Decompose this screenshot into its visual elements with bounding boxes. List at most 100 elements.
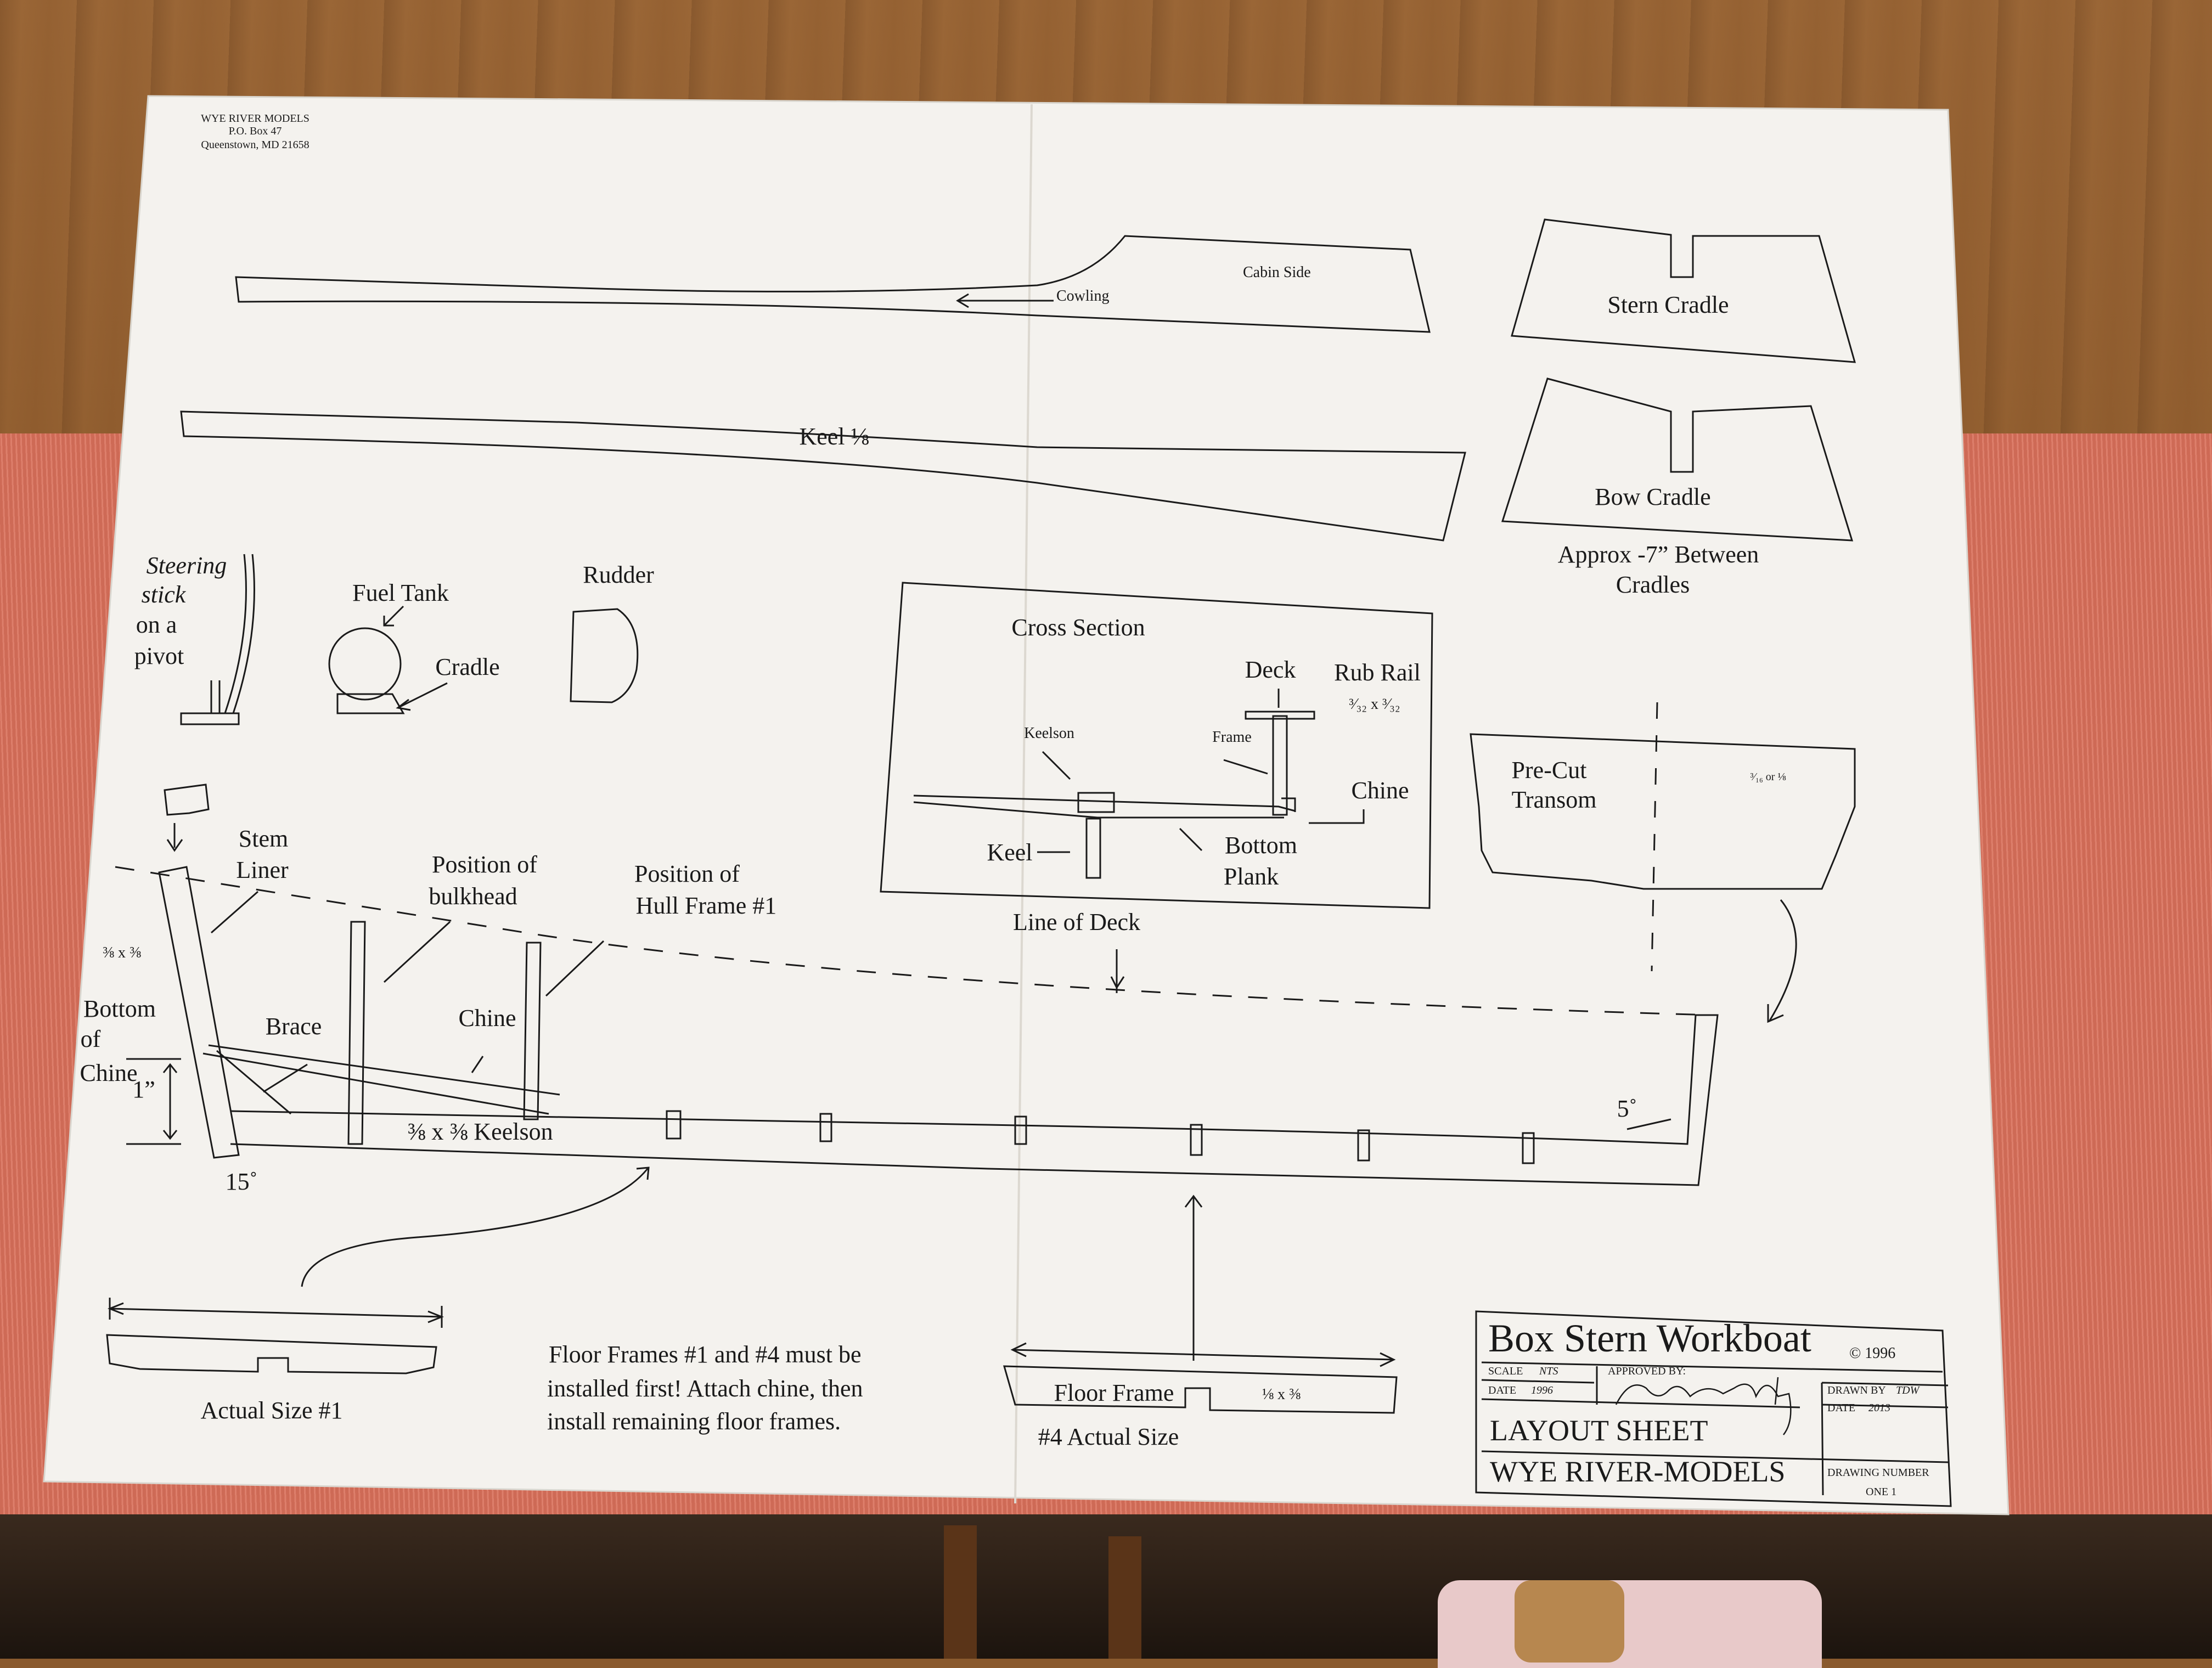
rudder-part [570, 608, 639, 703]
signature [1615, 1377, 1792, 1435]
cs-deck-label: Deck [1245, 656, 1296, 683]
stem-liner [158, 866, 240, 1159]
angle-15-label: 15˚ [226, 1168, 258, 1195]
cradle-label: Cradle [435, 653, 499, 680]
keel-label: Keel ⅛ [799, 423, 869, 450]
vertical-arrow [1184, 1194, 1203, 1361]
cowling-part [235, 235, 1431, 333]
drawing-number-label: DRAWING NUMBER [1827, 1467, 1929, 1479]
cross-section-title: Cross Section [1011, 614, 1145, 641]
fuel-tank [328, 627, 402, 701]
steering-label-2: stick [142, 581, 187, 608]
dim-line-1 [107, 1298, 444, 1328]
steering-label-1: Steering [147, 552, 227, 579]
stem-size-label: ⅜ x ⅜ [103, 944, 141, 961]
cross-section-box [880, 582, 1433, 909]
scale-value: NTS [1539, 1365, 1558, 1377]
floor-frame-label: Floor Frame [1054, 1379, 1174, 1406]
transom-label-2: Transom [1512, 786, 1597, 813]
company-name: WYE RIVER MODELS [201, 112, 309, 125]
chair-leg [944, 1525, 977, 1659]
paper [43, 95, 2010, 1515]
bow-cradle-label: Bow Cradle [1595, 483, 1710, 510]
fuel-tank-cradle [336, 693, 405, 714]
city-line: Queenstown, MD 21658 [201, 139, 309, 151]
note-line-2: installed first! Attach chine, then [547, 1375, 863, 1402]
cs-bottom-label-2: Plank [1224, 863, 1279, 890]
deck-line [115, 866, 1713, 1016]
date-value: 1996 [1531, 1384, 1553, 1396]
cs-chine-label: Chine [1351, 777, 1409, 804]
fuel-tank-arrow [383, 605, 404, 627]
stem-piece [164, 784, 210, 852]
floor-frame-4 [1003, 1365, 1398, 1414]
angle-5-label: 5˚ [1617, 1095, 1637, 1122]
bulkhead-frame [347, 921, 366, 1145]
cs-bottom-label-1: Bottom [1225, 832, 1297, 859]
title-copyright: © 1996 [1849, 1345, 1895, 1362]
approved-label: APPROVED BY: [1608, 1365, 1686, 1377]
fuel-tank-label: Fuel Tank [352, 579, 449, 606]
bottom-chine-label-3: Chine [80, 1060, 137, 1086]
date-label: DATE [1488, 1384, 1516, 1396]
line-of-deck-label: Line of Deck [1013, 909, 1140, 936]
title-block-company: WYE RIVER-MODELS [1490, 1455, 1785, 1488]
floor-frame-marks [666, 1110, 1535, 1164]
actual-size-4-label: #4 Actual Size [1038, 1423, 1179, 1450]
bottom-chine-label-1: Bottom [83, 995, 156, 1022]
cabin-side-label: Cabin Side [1243, 264, 1311, 281]
stem-liner-label-1: Stem [239, 825, 288, 852]
stem-liner-label-2: Liner [236, 856, 289, 883]
transom-label-1: Pre-Cut [1512, 757, 1587, 784]
sheet-name: LAYOUT SHEET [1490, 1414, 1708, 1447]
cradles-note-2: Cradles [1616, 571, 1690, 598]
cs-keelson-label: Keelson [1024, 725, 1074, 742]
dim-line-4 [1010, 1342, 1396, 1367]
hull-frame-1 [523, 942, 542, 1120]
brace-label: Brace [266, 1013, 322, 1040]
cs-hull [913, 711, 1315, 879]
transom-size: ³⁄₁₆ or ⅛ [1751, 771, 1786, 783]
chine-label: Chine [458, 1005, 516, 1032]
cs-arrows [1037, 689, 1365, 853]
cradle-arrow [396, 682, 448, 711]
bow-cradle [1501, 377, 1854, 542]
stern-cradle [1511, 218, 1856, 363]
curve-arrow-left [301, 1167, 650, 1287]
cs-keel-label: Keel [987, 839, 1032, 866]
stern-cradle-label: Stern Cradle [1607, 291, 1729, 318]
chair-leg [1108, 1536, 1141, 1659]
callout-arrows [211, 891, 1671, 1130]
note-line-1: Floor Frames #1 and #4 must be [549, 1341, 862, 1368]
chine-dim [126, 1058, 181, 1145]
bulkhead-label-1: Position of [432, 851, 537, 878]
cradles-note-1: Approx -7” Between [1558, 541, 1759, 568]
transom-curve-arrow [1767, 899, 1797, 1023]
bottom-chine-label-2: of [81, 1025, 101, 1052]
drawn-by-value: TDW [1896, 1384, 1921, 1396]
steering-stick [180, 554, 255, 725]
fold-line [1014, 104, 1033, 1504]
title-block [1475, 1310, 1952, 1507]
floor-frame-size: ⅛ x ⅜ [1262, 1386, 1301, 1403]
keel-part [180, 410, 1466, 542]
po-box: P.O. Box 47 [229, 125, 282, 137]
keelson-label: ⅜ x ⅜ Keelson [407, 1118, 553, 1145]
cowling-arrow [956, 293, 1054, 308]
steering-label-3: on a [136, 611, 177, 638]
floor-frame-1 [106, 1334, 437, 1374]
cloth [1438, 1580, 1822, 1668]
drawing-number: ONE 1 [1866, 1486, 1896, 1498]
cs-frame-label: Frame [1212, 729, 1252, 746]
transom-part [1470, 733, 1856, 890]
scale-label: SCALE [1488, 1365, 1523, 1377]
cookie [1515, 1580, 1624, 1663]
actual-size-1-label: Actual Size #1 [200, 1397, 342, 1424]
date2-label: DATE [1827, 1402, 1855, 1414]
chine-brace [202, 1044, 560, 1115]
cs-rub-rail-size: ³⁄₃₂ x ³⁄₃₂ [1349, 696, 1400, 713]
date2-value: 2013 [1868, 1402, 1890, 1414]
one-inch-label: 1” [132, 1076, 155, 1103]
transom-centerline [1651, 702, 1658, 972]
